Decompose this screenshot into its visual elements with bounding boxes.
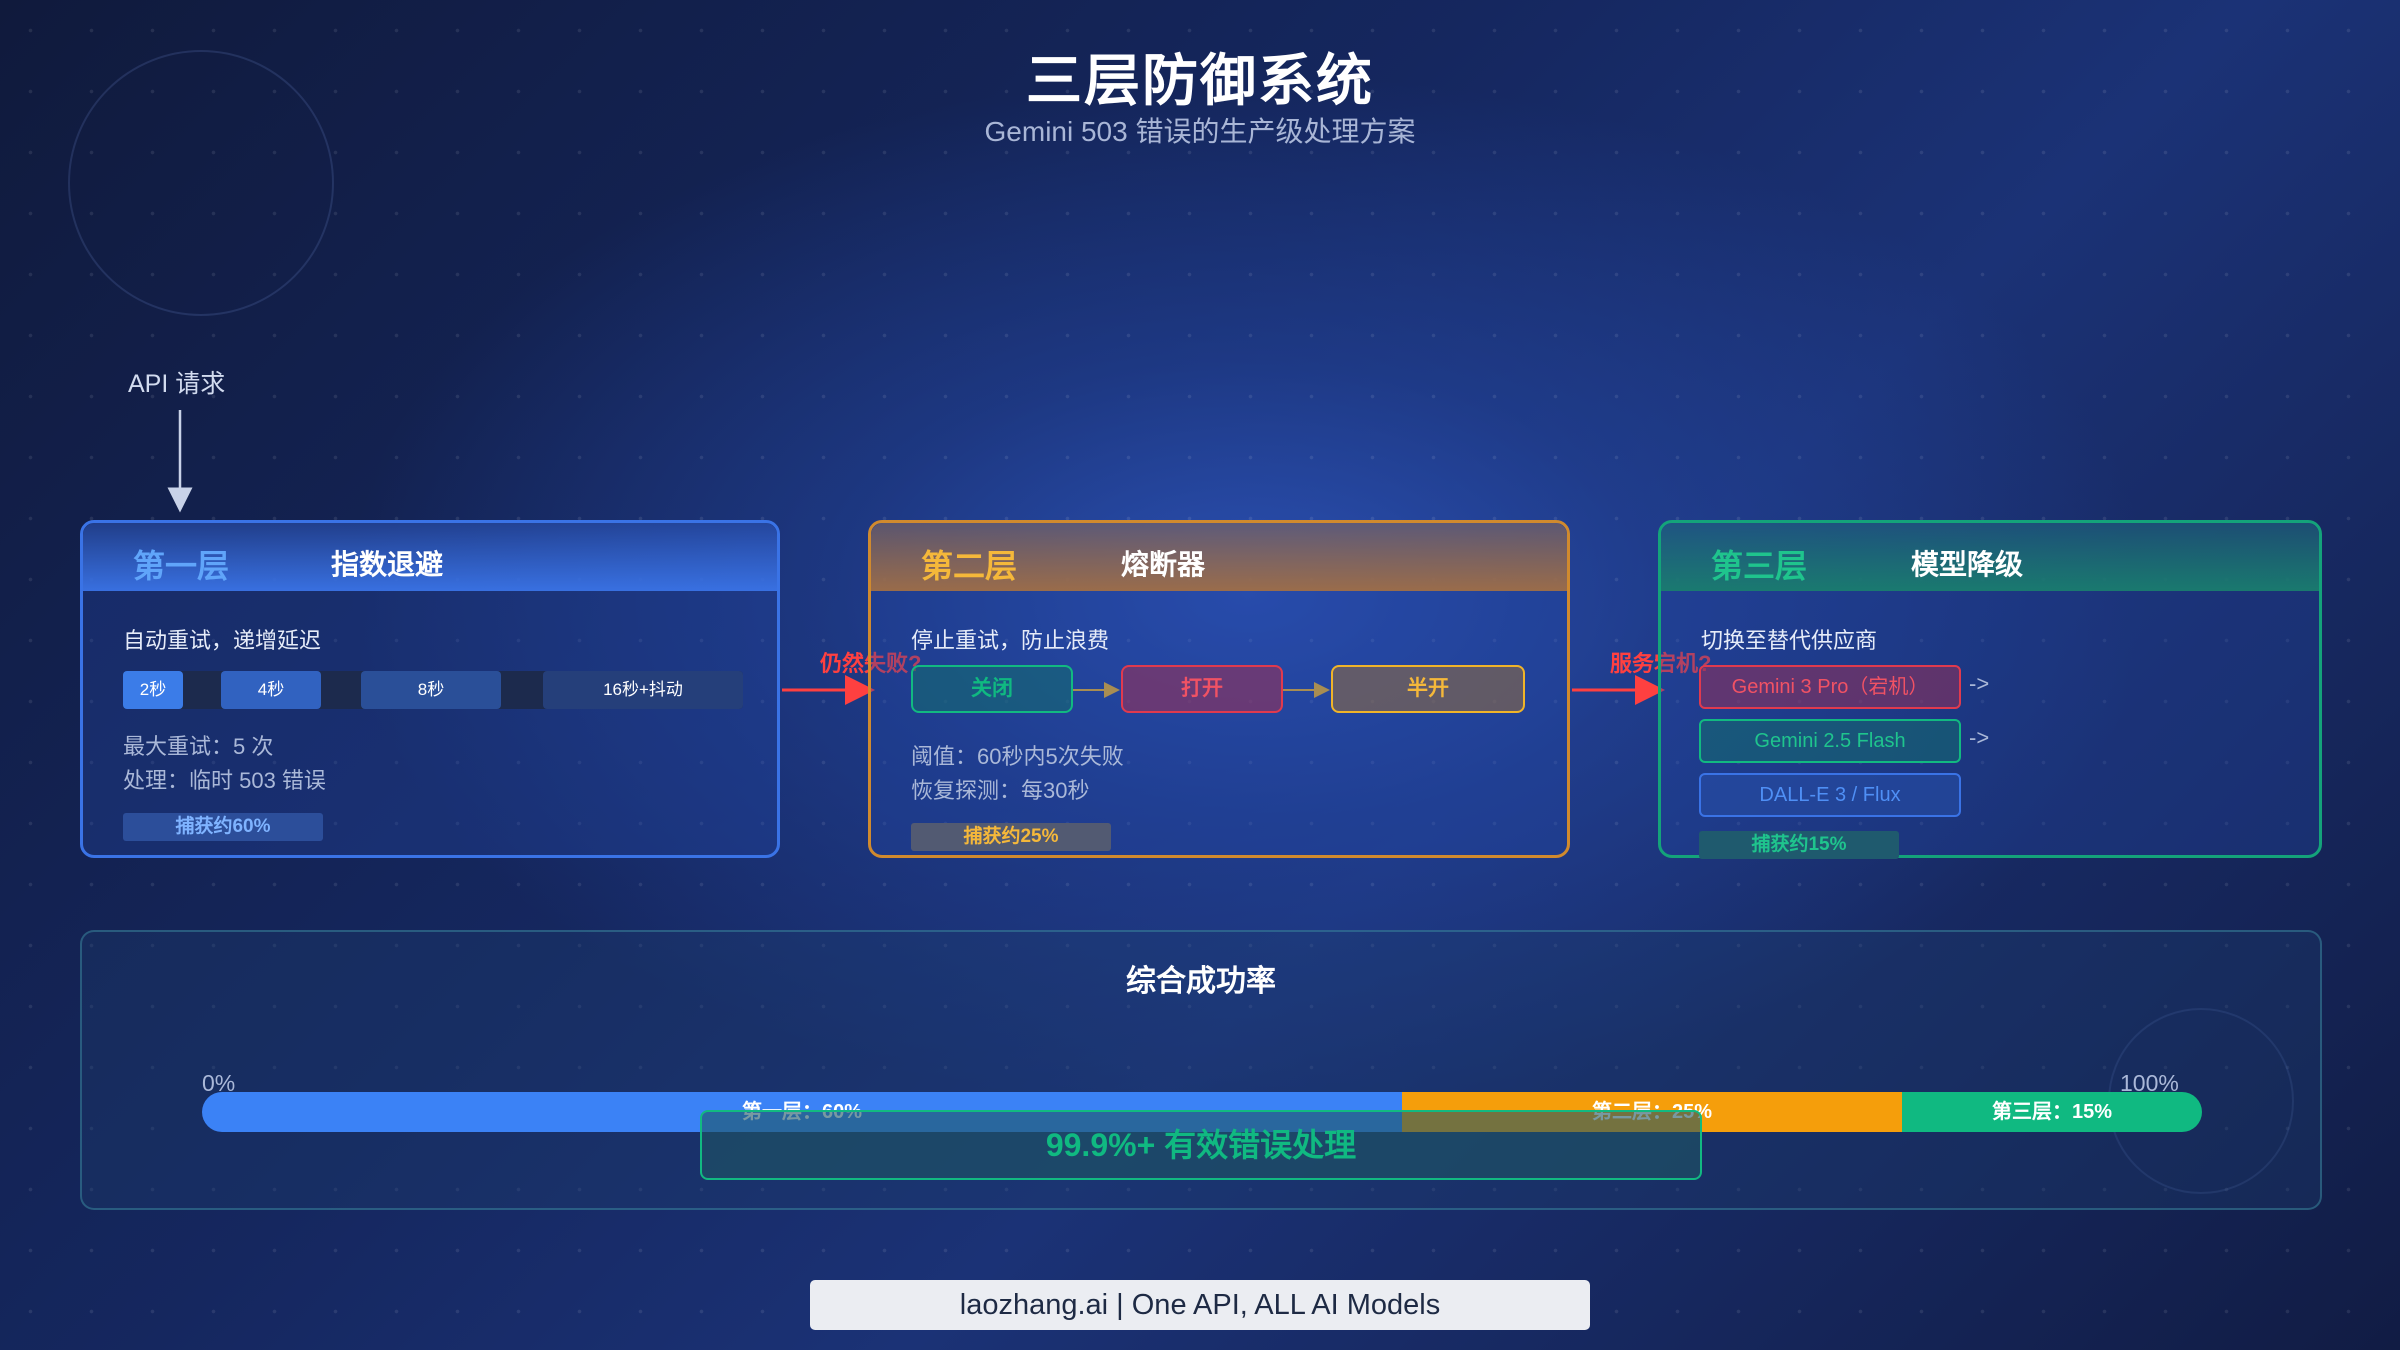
layer2-description: 停止重试，防止浪费	[911, 628, 1110, 653]
layer1-title: 指数退避	[331, 549, 444, 580]
layer2-capture-badge: 捕获约25%	[911, 823, 1111, 851]
scale-max-label: 100%	[2120, 1070, 2179, 1096]
delay-segment-16s: 16秒+抖动	[543, 671, 743, 709]
state-open: 打开	[1121, 665, 1283, 713]
delay-segment-4s: 4秒	[221, 671, 321, 709]
decorative-circle	[68, 50, 334, 316]
layer3-title: 模型降级	[1911, 549, 2024, 580]
state-half-open: 半开	[1331, 665, 1525, 713]
layer1-card: 第一层 指数退避 自动重试，递增延迟 2秒 4秒 8秒 16秒+抖动 最大重试：…	[80, 520, 780, 858]
provider-dalle-flux: DALL-E 3 / Flux	[1699, 773, 1961, 817]
summary-title: 综合成功率	[1126, 965, 1276, 998]
layer2-title: 熔断器	[1121, 549, 1206, 580]
layer3-header	[1661, 523, 2319, 591]
state-closed: 关闭	[911, 665, 1073, 713]
success-rate-bar: 第一层：60% 第二层：25% 第三层：15%	[202, 1012, 2202, 1132]
scale-min-label: 0%	[202, 1070, 236, 1096]
api-request-label: API 请求	[128, 370, 226, 398]
layer2-header	[871, 523, 1567, 591]
fallback-arrow: ->	[1969, 671, 1990, 696]
layer2-threshold: 阈值：60秒内5次失败	[911, 744, 1124, 769]
layer3-capture-badge: 捕获约15%	[1699, 831, 1899, 859]
delay-segment-8s: 8秒	[361, 671, 501, 709]
summary-panel: 综合成功率 第一层：60% 第二层：25% 第三层：15% 0% 100% 99…	[80, 930, 2322, 1210]
layer2-name: 第二层	[921, 548, 1018, 584]
delay-segment-2s: 2秒	[123, 671, 183, 709]
layer2-card: 第二层 熔断器 停止重试，防止浪费 关闭 打开 半开 阈值：60秒内5次失败 恢…	[868, 520, 1570, 858]
layer2-recovery: 恢复探测：每30秒	[911, 778, 1090, 803]
layer3-name: 第三层	[1711, 548, 1808, 584]
layer1-header	[83, 523, 777, 591]
page-title: 三层防御系统	[1026, 49, 1374, 112]
layer1-max-retries: 最大重试：5 次	[123, 734, 274, 759]
footer-brand: laozhang.ai | One API, ALL AI Models	[810, 1280, 1590, 1330]
provider-gemini-3-pro: Gemini 3 Pro（宕机）	[1699, 665, 1961, 709]
result-banner: 99.9%+ 有效错误处理	[700, 1110, 1702, 1180]
layer3-description: 切换至替代供应商	[1701, 628, 1878, 653]
page-subtitle: Gemini 503 错误的生产级处理方案	[984, 116, 1416, 147]
layer1-capture-badge: 捕获约60%	[123, 813, 323, 841]
fallback-arrow: ->	[1969, 725, 1990, 750]
layer1-handles: 处理：临时 503 错误	[123, 768, 326, 793]
layer1-description: 自动重试，递增延迟	[123, 628, 322, 653]
layer3-card: 第三层 模型降级 切换至替代供应商 Gemini 3 Pro（宕机） -> Ge…	[1658, 520, 2322, 859]
bar-layer3: 第三层：15%	[1902, 1092, 2202, 1132]
layer1-name: 第一层	[133, 548, 230, 584]
provider-gemini-2-5-flash: Gemini 2.5 Flash	[1699, 719, 1961, 763]
